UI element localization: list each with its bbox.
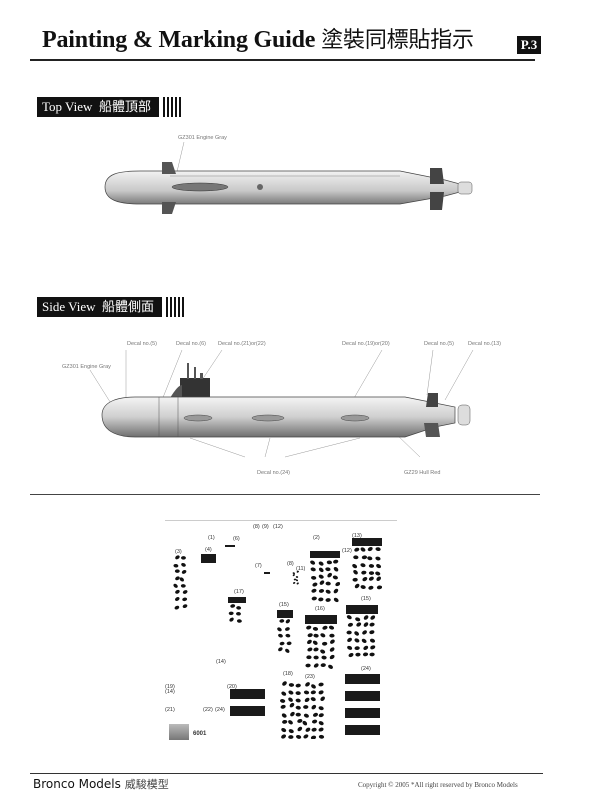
decal-number: (19) bbox=[165, 684, 175, 690]
decal-bar bbox=[264, 572, 270, 574]
side-view-banner: Side View 船體側面 bbox=[37, 297, 185, 317]
top-view-label: Top View 船體頂部 bbox=[37, 97, 159, 117]
callout-decal-6: Decal no.(6) bbox=[176, 341, 206, 347]
decal-number: (23) bbox=[305, 674, 315, 680]
decal-bar bbox=[225, 545, 235, 547]
decal-number: (21) bbox=[165, 707, 175, 713]
top-view-label-en: Top View bbox=[42, 99, 93, 114]
decal-bar bbox=[305, 615, 337, 624]
side-view-label-zh: 船體側面 bbox=[102, 299, 155, 314]
decal-bar bbox=[230, 689, 265, 699]
callout-decal-21-22: Decal no.(21)or(22) bbox=[218, 341, 266, 347]
product-number: 6001 bbox=[193, 731, 207, 737]
brand: Bronco Models 威駿模型 bbox=[33, 776, 169, 792]
callout-top-engine-gray: GZ301 Engine Gray bbox=[178, 135, 227, 141]
callout-decal-13: Decal no.(13) bbox=[468, 341, 502, 347]
decal-number: (1) bbox=[208, 535, 215, 541]
decal-bar bbox=[345, 674, 380, 684]
decal-number: (3) bbox=[175, 549, 182, 555]
top-view-label-zh: 船體頂部 bbox=[98, 99, 151, 114]
decal-bar bbox=[346, 605, 378, 614]
side-view-label: Side View 船體側面 bbox=[37, 297, 163, 317]
title-text: Painting & Marking Guide bbox=[42, 27, 316, 53]
decal-bar bbox=[310, 551, 340, 558]
decal-number: (14) bbox=[165, 689, 175, 695]
camo-decal bbox=[280, 681, 325, 739]
section-divider bbox=[30, 494, 540, 495]
camo-decal bbox=[228, 604, 242, 623]
decal-number: (14) bbox=[216, 659, 226, 665]
decal-bar bbox=[228, 597, 246, 603]
camo-decal bbox=[277, 619, 292, 653]
decal-bar bbox=[277, 610, 293, 618]
decal-bar bbox=[345, 725, 380, 735]
copyright: Copyright © 2005 *All right reserved by … bbox=[358, 781, 518, 789]
callout-hull-red: GZ29 Hull Red bbox=[404, 470, 441, 476]
top-view-submarine bbox=[104, 141, 473, 214]
decal-number: (15) bbox=[279, 602, 289, 608]
decal-bar bbox=[345, 708, 380, 718]
callout-decal-24: Decal no.(24) bbox=[257, 470, 291, 476]
decal-sheet: 6001(8)(9)(12)(1)(6)(3)(4)(7)(2)(8)(11)(… bbox=[165, 520, 397, 749]
decal-number: (24) bbox=[215, 707, 225, 713]
decal-number: (6) bbox=[233, 536, 240, 542]
camo-decal bbox=[292, 570, 299, 585]
camo-decal bbox=[346, 615, 376, 658]
banner-stripes bbox=[162, 97, 181, 117]
decal-number: (8) bbox=[253, 524, 260, 530]
decal-number: (7) bbox=[255, 563, 262, 569]
decal-number: (11) bbox=[296, 566, 306, 572]
decal-number: (9) bbox=[262, 524, 269, 530]
decal-number: (17) bbox=[234, 589, 244, 595]
decal-number: (8) bbox=[287, 561, 294, 567]
side-view-label-en: Side View bbox=[42, 299, 96, 314]
decal-number: (13) bbox=[352, 533, 362, 539]
callout-decal-19-20: Decal no.(19)or(20) bbox=[342, 341, 390, 347]
camo-decal bbox=[352, 546, 382, 590]
decal-number: (20) bbox=[227, 684, 237, 690]
decal-bar bbox=[352, 538, 382, 546]
decal-bar bbox=[201, 554, 216, 563]
decal-bar bbox=[345, 691, 380, 701]
decal-number: (15) bbox=[361, 596, 371, 602]
title-zh: 塗裝同標貼指示 bbox=[321, 27, 474, 52]
horse-logo-icon bbox=[169, 724, 189, 740]
decal-number: (4) bbox=[205, 547, 212, 553]
camo-decal bbox=[173, 555, 188, 610]
decal-number: (24) bbox=[361, 666, 371, 672]
callout-engine-gray: GZ301 Engine Gray bbox=[62, 364, 111, 370]
decal-number: (16) bbox=[315, 606, 325, 612]
decal-number: (22) bbox=[203, 707, 213, 713]
brand-name-zh: 威駿模型 bbox=[124, 779, 169, 791]
banner-stripes bbox=[166, 297, 185, 317]
side-view-submarine bbox=[89, 349, 474, 458]
decal-number: (12) bbox=[342, 548, 352, 554]
callout-decal-5b: Decal no.(5) bbox=[424, 341, 454, 347]
decal-bar bbox=[230, 706, 265, 716]
title-rule bbox=[30, 59, 535, 61]
decal-number: (12) bbox=[273, 524, 283, 530]
footer-rule bbox=[30, 773, 543, 774]
brand-name: Bronco Models bbox=[33, 777, 121, 791]
camo-decal bbox=[305, 625, 335, 669]
callout-decal-5: Decal no.(5) bbox=[127, 341, 157, 347]
decal-number: (18) bbox=[283, 671, 293, 677]
camo-decal bbox=[310, 559, 340, 603]
top-view-banner: Top View 船體頂部 bbox=[37, 97, 181, 117]
page-number: P.3 bbox=[517, 36, 541, 54]
decal-number: (2) bbox=[313, 535, 320, 541]
